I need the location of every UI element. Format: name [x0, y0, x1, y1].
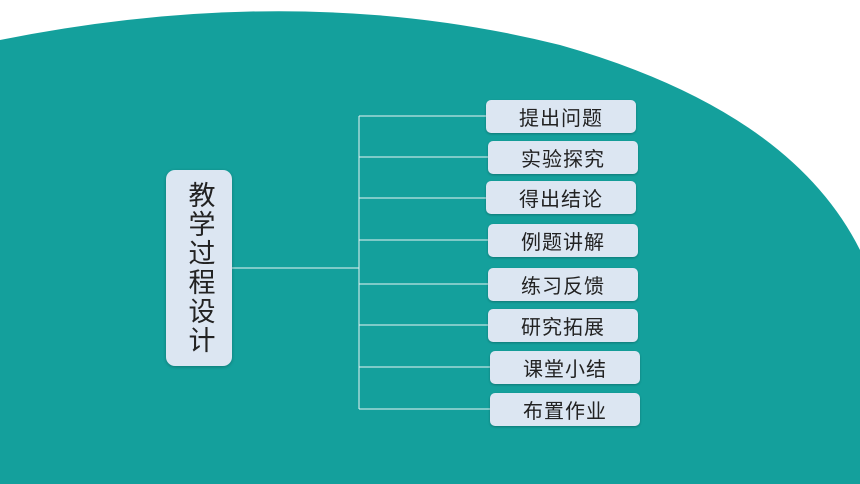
root-node-label: 教学过程设计 [183, 181, 215, 355]
step-node-4: 例题讲解 [488, 224, 638, 257]
step-node-5: 练习反馈 [488, 268, 638, 301]
step-node-1: 提出问题 [486, 100, 636, 133]
teal-arc-shape [0, 11, 860, 484]
root-node: 教学过程设计 [166, 170, 232, 366]
step-node-6: 研究拓展 [488, 309, 638, 342]
step-node-2: 实验探究 [488, 141, 638, 174]
connector-lines [232, 115, 490, 410]
step-node-8: 布置作业 [490, 393, 640, 426]
step-node-7: 课堂小结 [490, 351, 640, 384]
step-node-3: 得出结论 [486, 181, 636, 214]
